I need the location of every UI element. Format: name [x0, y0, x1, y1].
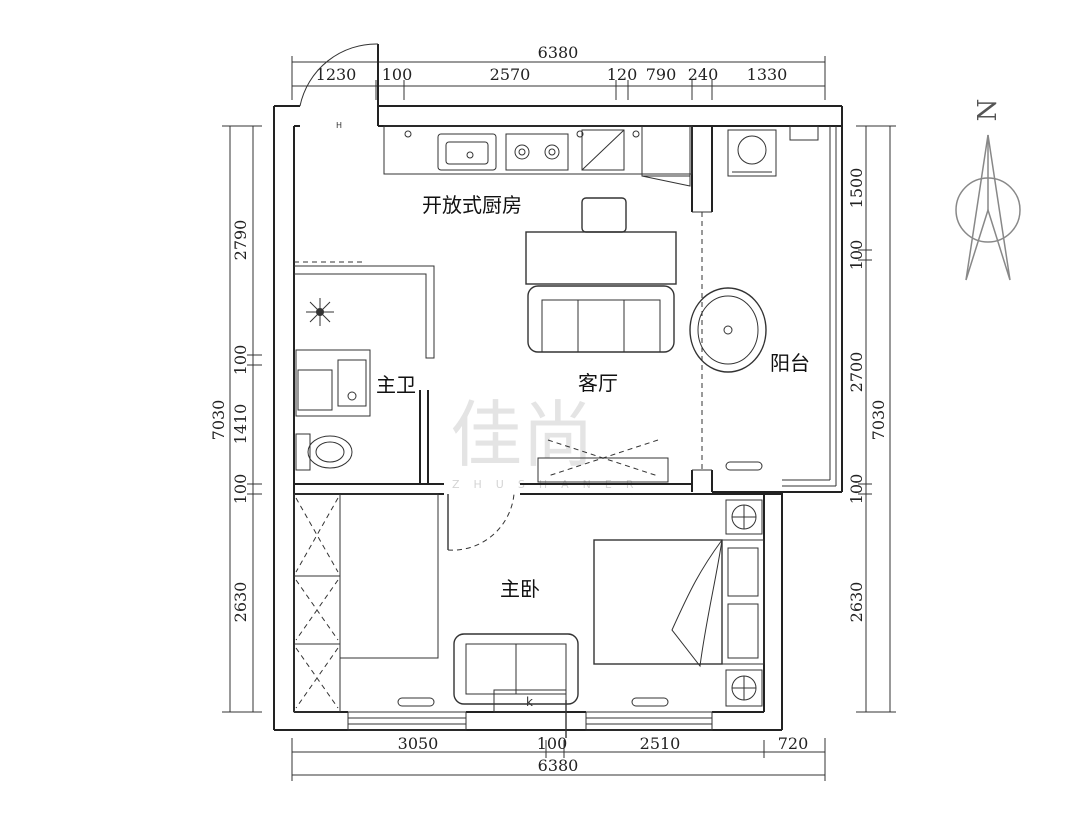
shower-icon	[306, 298, 334, 326]
dim-left-2: 100	[231, 345, 250, 376]
dimension-right: 1500 100 2700 100 2630 7030	[847, 125, 896, 713]
watermark: 佳尚 ZHUSHANER	[450, 393, 633, 491]
entry-door[interactable]: H	[299, 43, 379, 130]
entry-door-mark: H	[336, 121, 342, 130]
dimension-left: 7030 2790 100 1410 100 2630	[209, 125, 262, 713]
dim-bottom-1: 3050	[398, 734, 439, 753]
room-label-living: 客厅	[578, 371, 618, 395]
north-label: N	[973, 99, 1003, 122]
north-compass: N	[955, 99, 1021, 281]
dim-top-2: 100	[382, 65, 413, 84]
dim-top-3: 2570	[490, 65, 531, 84]
dim-top-4: 120	[607, 65, 638, 84]
room-label-bedroom: 主卧	[500, 577, 540, 601]
bed	[593, 499, 765, 707]
dim-left-5: 2630	[231, 582, 250, 623]
dim-left-total: 7030	[209, 400, 228, 441]
dim-bottom-2: 100	[537, 734, 568, 753]
dim-top-total: 6380	[538, 43, 579, 62]
nightstand-bottom	[725, 669, 763, 707]
dim-right-5: 2630	[847, 582, 866, 623]
nightstand-top	[725, 499, 763, 535]
sofa	[527, 285, 675, 353]
dim-bottom-4: 720	[778, 734, 809, 753]
dim-top-5: 790	[646, 65, 677, 84]
room-label-bathroom: 主卫	[376, 373, 416, 397]
bathroom-fixtures	[295, 298, 371, 471]
bedroom-radiators	[397, 697, 669, 707]
wardrobe	[293, 493, 439, 713]
washing-machine-icon	[727, 129, 777, 177]
bottom-windows	[347, 711, 713, 731]
room-label-kitchen: 开放式厨房	[422, 193, 522, 217]
tv-cabinet	[537, 439, 669, 483]
room-label-balcony: 阳台	[770, 351, 810, 375]
dim-right-3: 2700	[847, 352, 866, 393]
balcony-fixtures	[689, 125, 819, 471]
dim-right-1: 1500	[847, 168, 866, 209]
radiator-icon	[725, 461, 763, 471]
dim-top-1: 1230	[316, 65, 357, 84]
dining-table	[525, 197, 677, 285]
dim-bottom-3: 2510	[640, 734, 681, 753]
dim-right-4: 100	[847, 474, 866, 505]
kitchen-counter	[383, 125, 693, 187]
dim-left-1: 2790	[231, 220, 250, 261]
svg-text:佳尚: 佳尚	[450, 393, 594, 477]
dim-top-6: 240	[688, 65, 719, 84]
dimension-bottom: 3050 100 2510 720 6380	[291, 734, 826, 781]
dim-top-7: 1330	[747, 65, 788, 84]
dim-left-3: 1410	[231, 404, 250, 445]
toilet-icon	[295, 433, 353, 471]
cabinet-mark: k	[526, 695, 533, 709]
dim-right-2: 100	[847, 240, 866, 271]
dimension-top: 6380 1230 100 2570 120 790 240 1330	[291, 43, 826, 100]
dim-bottom-total: 6380	[538, 756, 579, 775]
dim-right-total: 7030	[869, 400, 888, 441]
dim-left-4: 100	[231, 474, 250, 505]
bedroom-sofa: k	[453, 633, 579, 738]
bathtub-icon	[689, 287, 767, 373]
